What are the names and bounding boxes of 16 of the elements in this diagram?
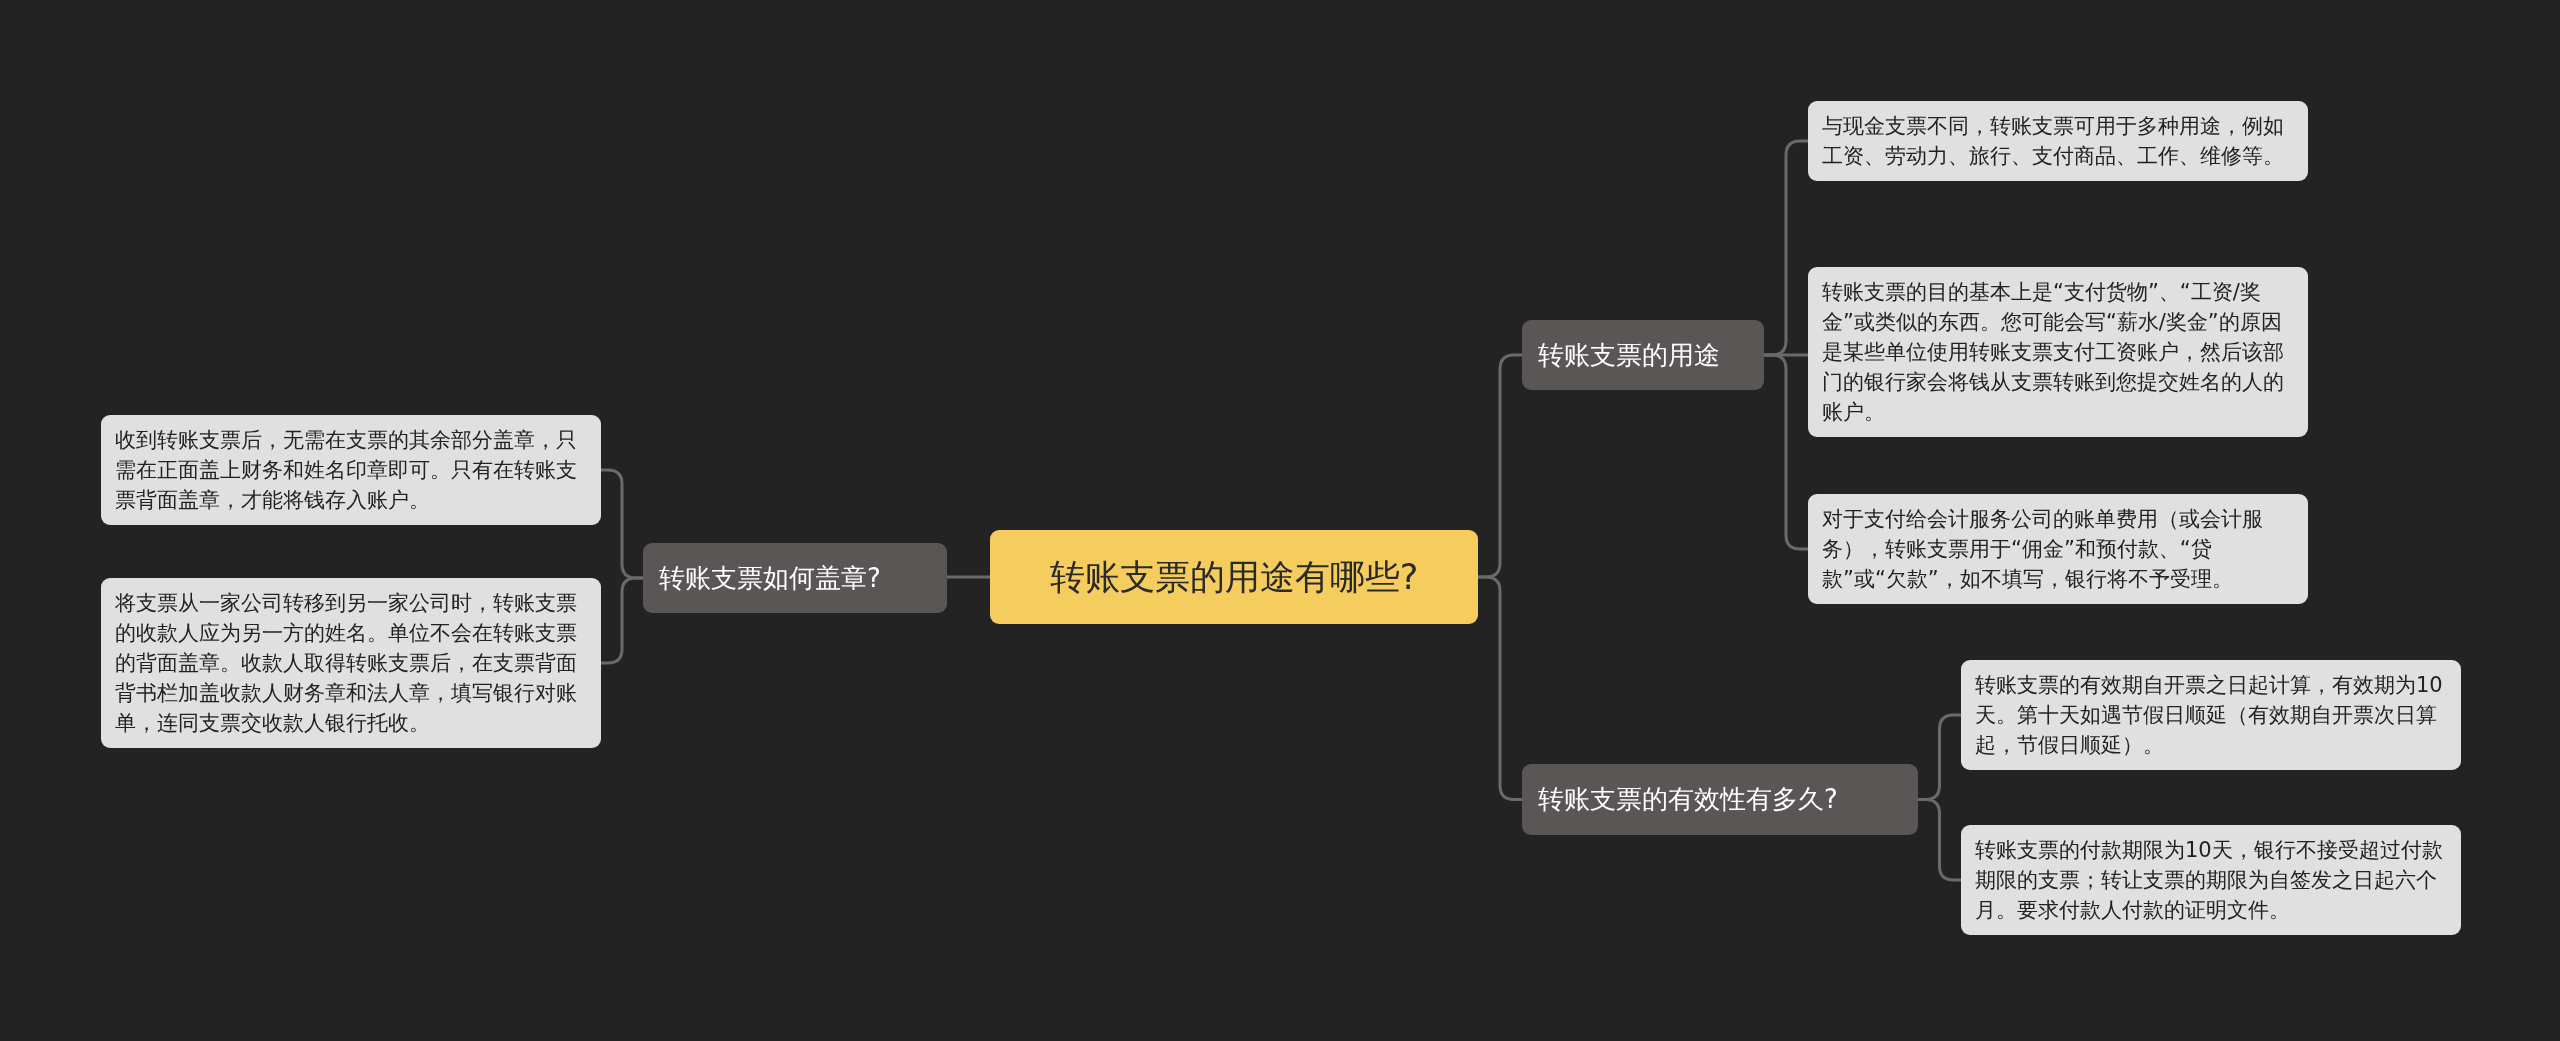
connector-line: [1478, 575, 1522, 801]
note-box: 收到转账支票后，无需在支票的其余部分盖章，只需在正面盖上财务和姓名印章即可。只有在转账支票背面盖章，才能将钱存入账户。: [101, 415, 601, 525]
central-topic-box: 转账支票的用途有哪些?: [990, 530, 1478, 624]
note-box: 转账支票的目的基本上是“支付货物”、“工资/奖金”或类似的东西。您可能会写“薪水/奖金”的原因是某些单位使用转账支票支付工资账户，然后该部门的银行家会将钱从支票转账到您提交姓名的人的账户。: [1808, 267, 2308, 437]
note-box: 转账支票的付款期限为10天，银行不接受超过付款期限的支票；转让支票的期限为自签发之日起六个月。要求付款人付款的证明文件。: [1961, 825, 2461, 935]
connector-line: [1918, 798, 1961, 882]
note-box: 转账支票的有效期自开票之日起计算，有效期为10天。第十天如遇节假日顺延（有效期自开票次日算起，节假日顺延）。: [1961, 660, 2461, 770]
note-box: 与现金支票不同，转账支票可用于多种用途，例如工资、劳动力、旅行、支付商品、工作、维修等。: [1808, 101, 2308, 181]
note-box: 对于支付给会计服务公司的账单费用（或会计服务），转账支票用于“佣金”和预付款、“贷款”或“欠款”，如不填写，银行将不予受理。: [1808, 494, 2308, 604]
branch-topic-box: 转账支票的用途: [1522, 320, 1764, 390]
connector-line: [1764, 353, 1808, 551]
connector-line: [601, 576, 643, 665]
branch-topic-box: 转账支票如何盖章?: [643, 543, 947, 613]
note-box: 将支票从一家公司转移到另一家公司时，转账支票的收款人应为另一方的姓名。单位不会在转账支票的背面盖章。收款人取得转账支票后，在支票背面背书栏加盖收款人财务章和法人章，填写银行对账单，连同支票交收款人银行托收。: [101, 578, 601, 748]
branch-topic-box: 转账支票的有效性有多久?: [1522, 764, 1918, 835]
connector-line: [947, 575, 990, 579]
